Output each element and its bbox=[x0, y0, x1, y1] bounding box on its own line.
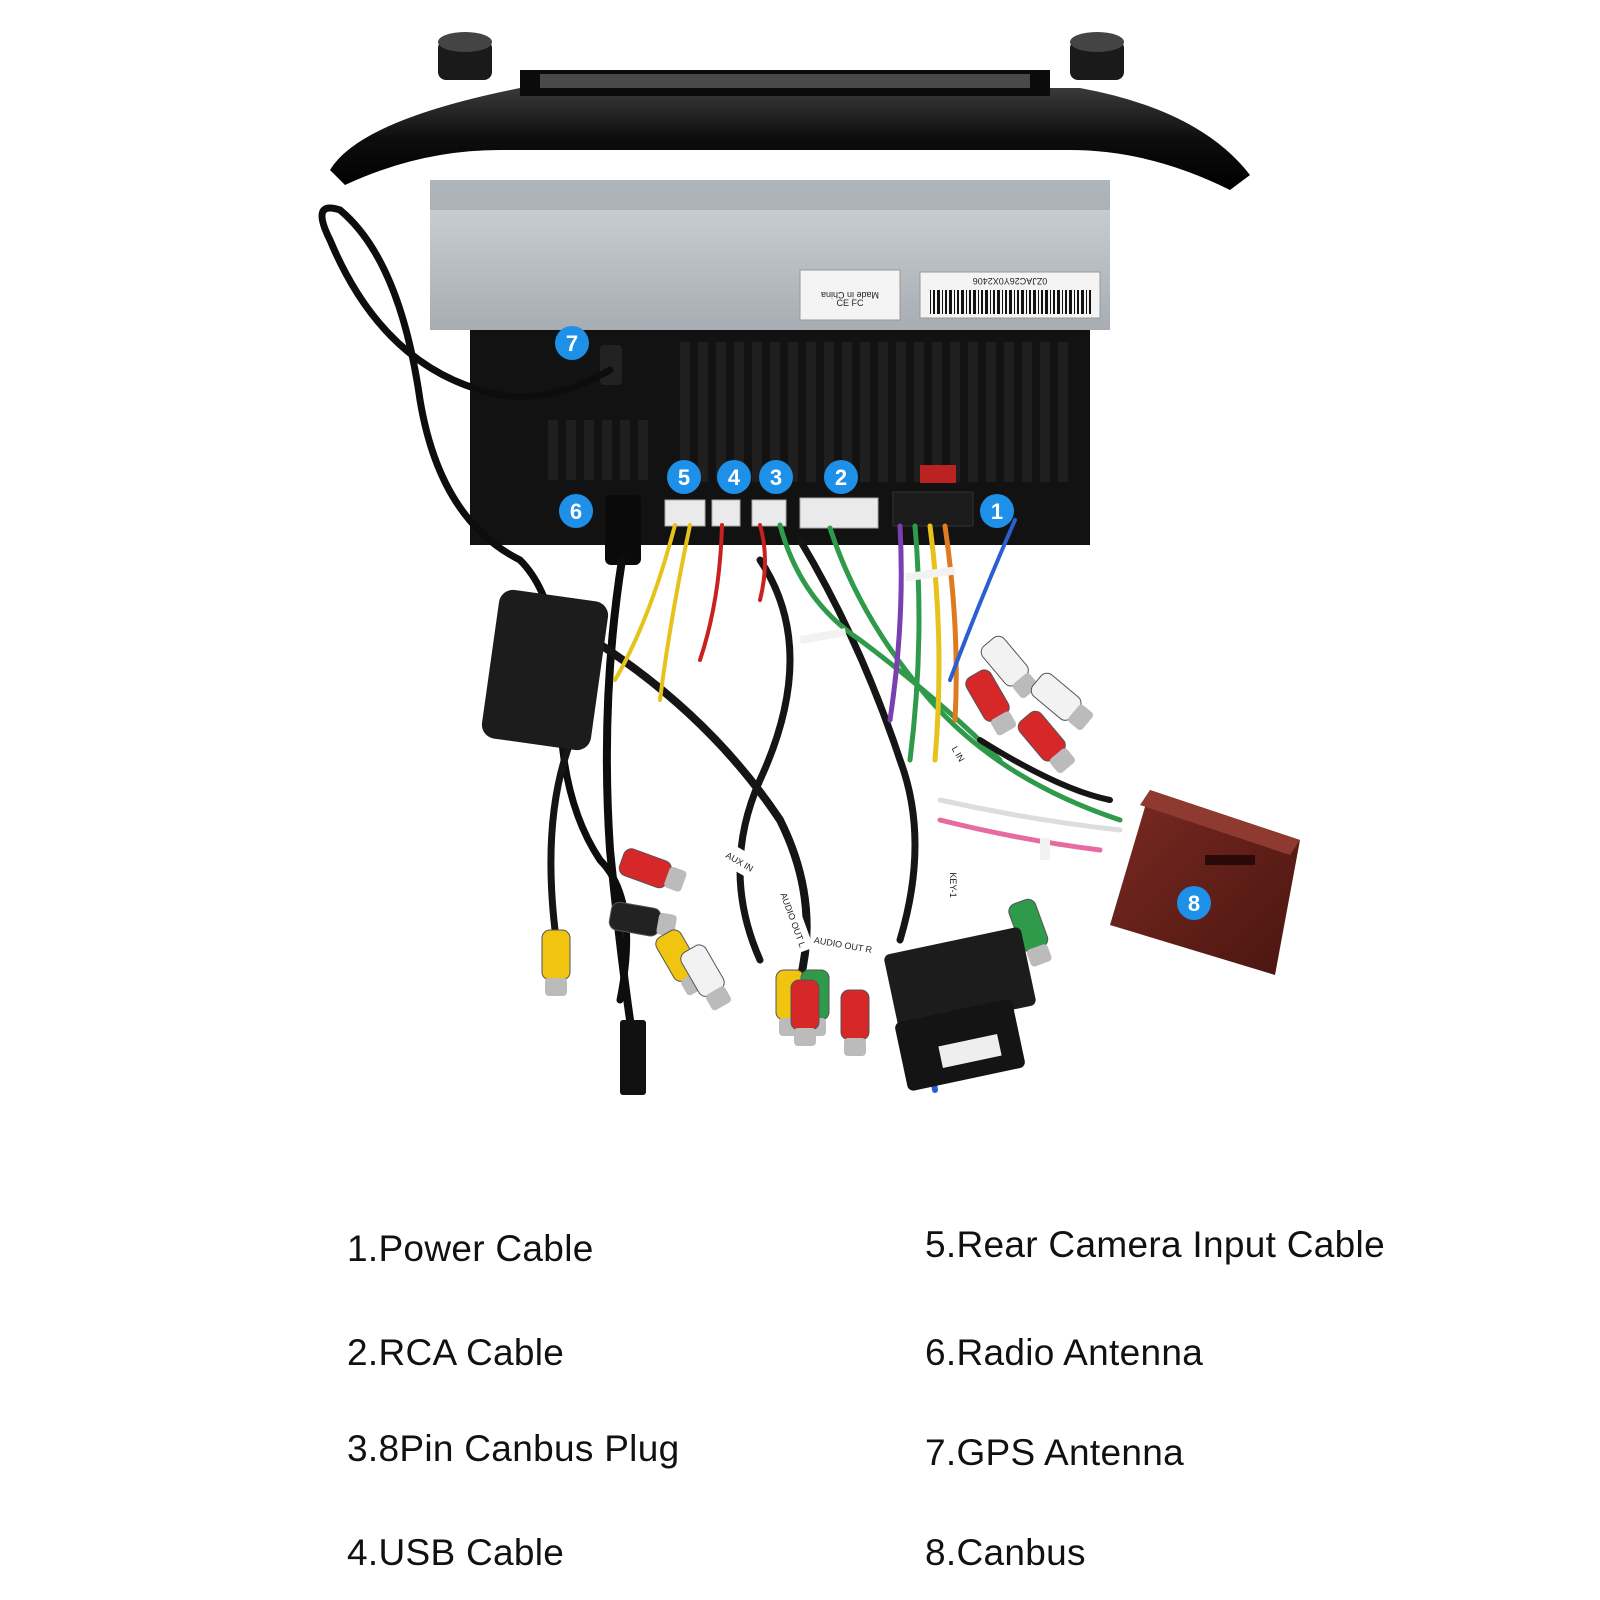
head-unit-wiring-photo: Made in China CE FC 0ZJAC26Y0X2406 bbox=[318, 32, 1300, 1095]
radio-antenna-socket bbox=[605, 495, 641, 565]
vehicle-harness-connector bbox=[884, 927, 1036, 1091]
callout-badge-3: 3 bbox=[759, 460, 793, 494]
radio-antenna-cable bbox=[602, 556, 634, 1024]
svg-text:6: 6 bbox=[570, 499, 582, 524]
rca-plug bbox=[1030, 672, 1094, 730]
gps-antenna-cable bbox=[318, 204, 614, 564]
callout-badge-6: 6 bbox=[559, 494, 593, 528]
callout-badge-7: 7 bbox=[555, 326, 589, 360]
svg-text:2: 2 bbox=[835, 465, 847, 490]
svg-text:CE FC: CE FC bbox=[837, 298, 865, 308]
rca-plug bbox=[965, 669, 1017, 736]
canbus-decoder-box bbox=[1110, 790, 1300, 975]
rca-plug bbox=[680, 944, 732, 1011]
gps-antenna-socket bbox=[600, 345, 622, 385]
fuse bbox=[920, 465, 956, 483]
rca-plug bbox=[1017, 710, 1075, 774]
callout-badges: 1 2 3 4 5 6 7 8 bbox=[555, 326, 1211, 920]
callout-badge-4: 4 bbox=[717, 460, 751, 494]
volume-knob-left bbox=[438, 32, 492, 80]
callout-badge-2: 2 bbox=[824, 460, 858, 494]
legend-item-4: 4.USB Cable bbox=[347, 1532, 565, 1573]
svg-text:7: 7 bbox=[566, 331, 578, 356]
legend-item-8: 8.Canbus bbox=[925, 1532, 1086, 1573]
svg-text:8: 8 bbox=[1188, 891, 1200, 916]
callout-badge-8: 8 bbox=[1177, 886, 1211, 920]
svg-text:5: 5 bbox=[678, 465, 690, 490]
rca-plug bbox=[840, 989, 870, 1056]
legend-item-1: 1.Power Cable bbox=[347, 1228, 594, 1269]
svg-text:KEY-1: KEY-1 bbox=[948, 872, 958, 897]
legend-item-3: 3.8Pin Canbus Plug bbox=[347, 1428, 680, 1469]
connector-rca bbox=[799, 497, 879, 529]
legend-item-7: 7.GPS Antenna bbox=[925, 1432, 1184, 1473]
callout-badge-1: 1 bbox=[980, 494, 1014, 528]
connector-canbus-8pin bbox=[751, 499, 787, 527]
svg-text:Made in China: Made in China bbox=[821, 290, 879, 300]
legend-item-6: 6.Radio Antenna bbox=[925, 1332, 1204, 1373]
svg-text:1: 1 bbox=[991, 499, 1003, 524]
legend-item-2: 2.RCA Cable bbox=[347, 1332, 565, 1373]
connector-rear-camera bbox=[664, 499, 706, 527]
cable-stickers: AUX IN AUDIO OUT L AUDIO OUT R KEY-1 L I… bbox=[708, 733, 975, 961]
volume-knob-right bbox=[1070, 32, 1124, 80]
connector-usb bbox=[711, 499, 741, 527]
rca-plug bbox=[608, 901, 677, 937]
gps-antenna-module bbox=[481, 589, 609, 751]
svg-text:4: 4 bbox=[728, 465, 741, 490]
front-bezel bbox=[330, 88, 1250, 190]
serial-barcode-label: 0ZJAC26Y0X2406 bbox=[919, 271, 1101, 319]
callout-badge-5: 5 bbox=[667, 460, 701, 494]
usb-plug bbox=[620, 1020, 646, 1095]
connector-power bbox=[892, 491, 974, 527]
power-cable bbox=[948, 518, 1017, 682]
svg-text:0ZJAC26Y0X2406: 0ZJAC26Y0X2406 bbox=[973, 276, 1048, 286]
svg-text:3: 3 bbox=[770, 465, 782, 490]
rca-plug bbox=[541, 929, 571, 996]
made-in-china-label: Made in China CE FC bbox=[799, 269, 901, 321]
rca-plug bbox=[618, 848, 687, 892]
rca-plug bbox=[790, 979, 820, 1046]
rear-camera-cable bbox=[613, 523, 677, 682]
legend-item-5: 5.Rear Camera Input Cable bbox=[925, 1224, 1385, 1265]
